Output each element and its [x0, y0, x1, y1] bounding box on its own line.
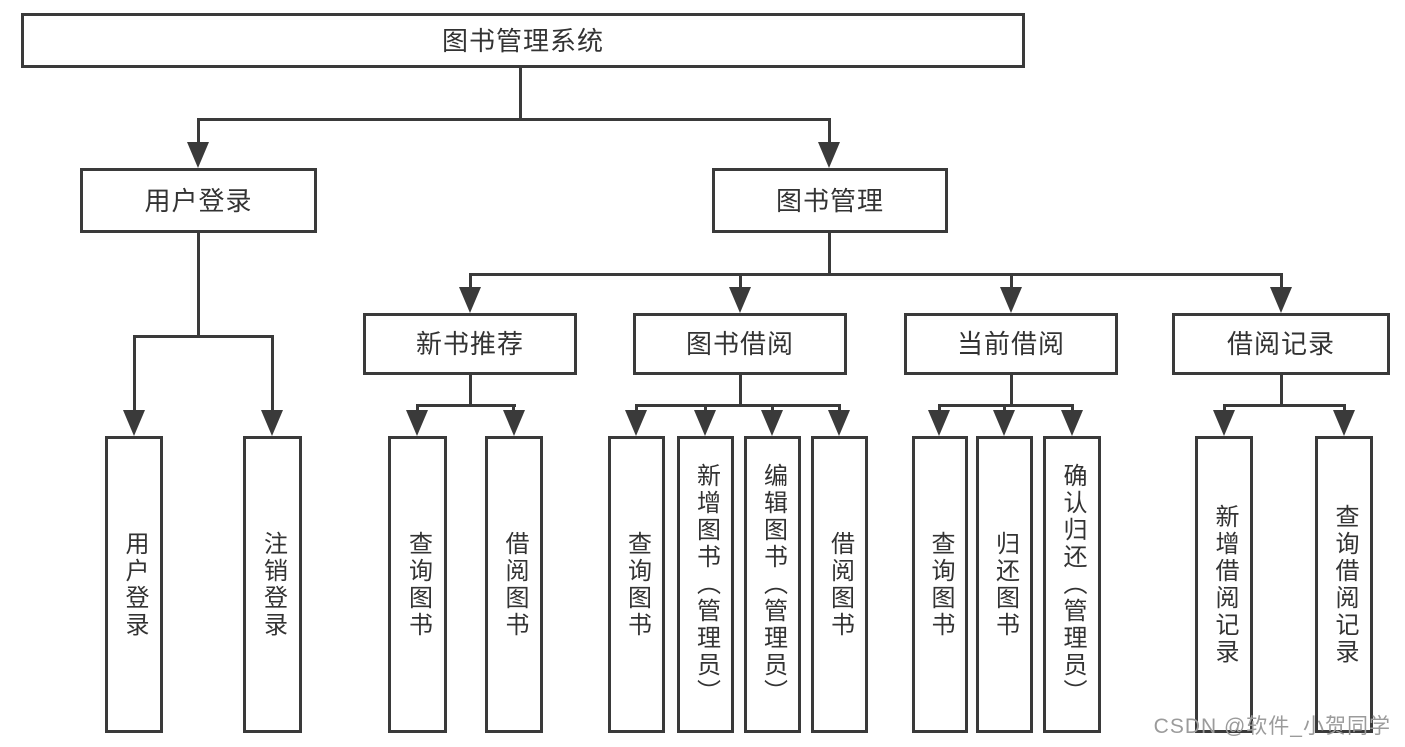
connector-line — [416, 404, 516, 407]
arrowhead-icon — [761, 410, 783, 436]
leaf-query-books-current: 查询图书 — [912, 436, 968, 733]
connector-line — [416, 404, 419, 412]
node-current-borrow: 当前借阅 — [904, 313, 1118, 375]
connector-line — [1003, 404, 1006, 412]
arrowhead-icon — [729, 287, 751, 313]
arrowhead-icon — [1061, 410, 1083, 436]
connector-line — [512, 404, 515, 412]
arrowhead-icon — [459, 287, 481, 313]
connector-line — [771, 404, 774, 412]
watermark: CSDN @软件_小贺同学 — [1153, 715, 1391, 738]
connector-line — [828, 233, 831, 273]
connector-line — [635, 404, 638, 412]
connector-line — [197, 233, 200, 335]
arrowhead-icon — [1000, 287, 1022, 313]
connector-line — [1280, 273, 1283, 287]
connector-line — [133, 335, 136, 410]
connector-line — [197, 118, 831, 121]
connector-line — [739, 375, 742, 407]
connector-line — [469, 375, 472, 407]
leaf-query-borrow-record: 查询借阅记录 — [1315, 436, 1373, 733]
connector-line — [519, 68, 522, 118]
node-new-book-recommend: 新书推荐 — [363, 313, 577, 375]
connector-line — [1343, 404, 1346, 412]
node-book-borrow: 图书借阅 — [633, 313, 847, 375]
connector-line — [271, 335, 274, 410]
arrowhead-icon — [828, 410, 850, 436]
connector-line — [838, 404, 841, 412]
arrowhead-icon — [1270, 287, 1292, 313]
connector-line — [938, 404, 1074, 407]
leaf-borrow-books-recommend: 借阅图书 — [485, 436, 543, 733]
leaf-return-books: 归还图书 — [976, 436, 1033, 733]
connector-line — [1223, 404, 1346, 407]
leaf-user-login: 用户登录 — [105, 436, 163, 733]
leaf-logout: 注销登录 — [243, 436, 302, 733]
leaf-add-borrow-record: 新增借阅记录 — [1195, 436, 1253, 733]
arrowhead-icon — [928, 410, 950, 436]
arrowhead-icon — [1213, 410, 1235, 436]
connector-line — [1010, 273, 1013, 287]
arrowhead-icon — [625, 410, 647, 436]
connector-line — [1223, 404, 1226, 412]
connector-line — [1071, 404, 1074, 412]
leaf-query-books-recommend: 查询图书 — [388, 436, 447, 733]
connector-line — [133, 335, 273, 338]
connector-line — [469, 273, 1281, 276]
connector-line — [704, 404, 707, 412]
arrowhead-icon — [261, 410, 283, 436]
node-borrow-records: 借阅记录 — [1172, 313, 1390, 375]
connector-line — [635, 404, 841, 407]
node-user-login: 用户登录 — [80, 168, 317, 233]
connector-line — [739, 273, 742, 287]
node-root: 图书管理系统 — [21, 13, 1025, 68]
arrowhead-icon — [123, 410, 145, 436]
arrowhead-icon — [818, 142, 840, 168]
arrowhead-icon — [694, 410, 716, 436]
leaf-edit-books-admin: 编辑图书（管理员） — [744, 436, 801, 733]
connector-line — [1010, 375, 1013, 407]
connector-line — [938, 404, 941, 412]
connector-line — [1280, 375, 1283, 407]
arrowhead-icon — [993, 410, 1015, 436]
arrowhead-icon — [187, 142, 209, 168]
connector-line — [469, 273, 472, 287]
arrowhead-icon — [503, 410, 525, 436]
arrowhead-icon — [406, 410, 428, 436]
leaf-borrow-books: 借阅图书 — [811, 436, 868, 733]
node-book-management: 图书管理 — [712, 168, 948, 233]
leaf-query-books-borrow: 查询图书 — [608, 436, 665, 733]
connector-line — [197, 118, 200, 142]
leaf-confirm-return-admin: 确认归还（管理员） — [1043, 436, 1101, 733]
connector-line — [828, 118, 831, 142]
leaf-add-books-admin: 新增图书（管理员） — [677, 436, 734, 733]
arrowhead-icon — [1333, 410, 1355, 436]
